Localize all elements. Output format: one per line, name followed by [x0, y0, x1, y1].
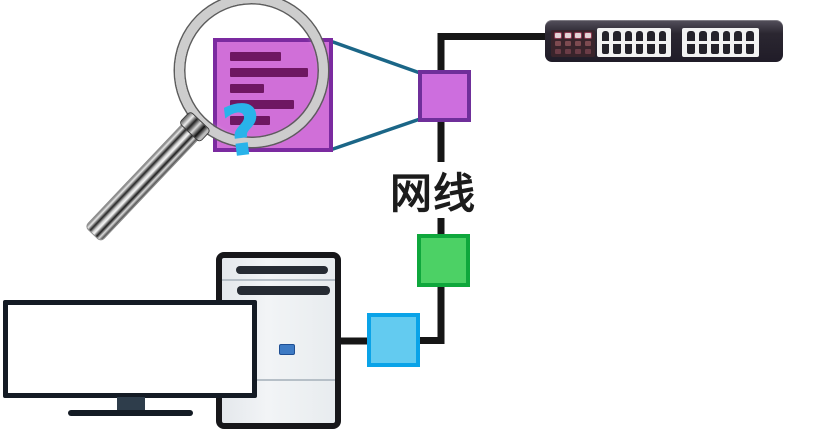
- switch-port: [746, 44, 754, 54]
- question-mark-icon: ?: [217, 87, 268, 175]
- switch-port: [722, 44, 731, 54]
- magnifier-lens-icon: [175, 0, 328, 147]
- switch-led: [575, 41, 581, 46]
- switch-port: [687, 44, 695, 54]
- switch-port: [624, 44, 632, 54]
- switch-port: [602, 31, 610, 41]
- magnify-funnel-lines: [331, 40, 422, 151]
- switch-port: [658, 44, 666, 54]
- monitor-base: [68, 410, 193, 416]
- switch-port: [710, 31, 719, 41]
- switch-port: [687, 31, 695, 41]
- switch-port: [647, 44, 655, 54]
- switch-port: [613, 31, 621, 41]
- tower-divider: [222, 379, 335, 381]
- switch-led: [575, 49, 581, 54]
- uplink-connector-node: [418, 70, 471, 122]
- monitor-stand: [117, 397, 145, 412]
- switch-port-bank: [682, 28, 759, 57]
- switch-led: [565, 33, 571, 38]
- switch-port: [636, 31, 644, 41]
- switch-led: [585, 41, 591, 46]
- switch-port: [722, 31, 731, 41]
- nic-connector-node: [367, 313, 420, 367]
- card-edge-tab: [780, 70, 837, 163]
- cable-label: 网线: [389, 169, 476, 218]
- switch-port: [647, 31, 655, 41]
- network-cable-lines: [341, 33, 545, 345]
- switch-port: [613, 44, 621, 54]
- switch-port: [698, 31, 707, 41]
- monitor-icon: [3, 300, 257, 398]
- network-switch-icon: [545, 20, 783, 62]
- drive-bay-slot: [236, 266, 328, 274]
- switch-port: [710, 44, 719, 54]
- switch-led: [555, 41, 561, 46]
- switch-port: [734, 31, 743, 41]
- switch-port: [624, 31, 632, 41]
- switch-led: [585, 33, 591, 38]
- switch-led: [575, 33, 581, 38]
- switch-port: [636, 44, 644, 54]
- tower-divider: [222, 279, 335, 281]
- switch-led: [565, 41, 571, 46]
- switch-led: [555, 49, 561, 54]
- switch-port-bank: [597, 28, 671, 57]
- switch-led: [565, 49, 571, 54]
- switch-led-grid: [551, 30, 595, 57]
- switch-port: [734, 44, 743, 54]
- switch-port: [602, 44, 610, 54]
- power-button-icon: [279, 344, 295, 355]
- switch-led: [555, 33, 561, 38]
- drive-bay-slot: [237, 286, 330, 295]
- mid-connector-node: [417, 234, 470, 287]
- switch-port: [698, 44, 707, 54]
- switch-led: [585, 49, 591, 54]
- switch-port: [746, 31, 754, 41]
- switch-port: [658, 31, 666, 41]
